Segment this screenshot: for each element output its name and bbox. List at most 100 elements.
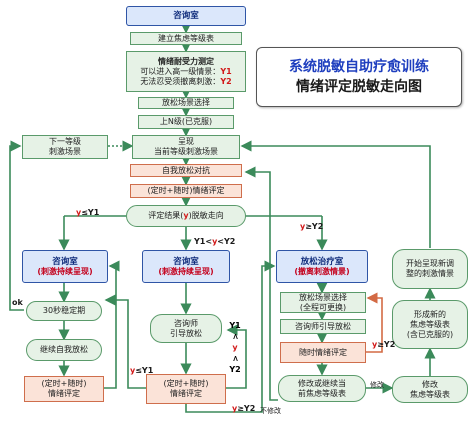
node-up-level: 上N级(已克服) xyxy=(138,115,234,129)
node-emotion-rating-label: (定时+随时)情绪评定 xyxy=(147,186,225,195)
tolerance-line-1-text: 可以进入高一级情景： xyxy=(140,66,221,76)
node-col1-steady: 30秒稳定期 xyxy=(26,301,102,321)
next-line-2: 刺激场景 xyxy=(49,147,81,156)
col2-range-c: y xyxy=(232,343,238,352)
col3-modify-line-1: 修改或继续当 xyxy=(298,378,346,388)
col1-continue-label: 继续自我放松 xyxy=(40,345,88,354)
col2-guide-line-2: 引导放松 xyxy=(170,328,202,338)
col3-select-line-2: (全程可更换) xyxy=(299,302,347,312)
label-y-ge-y2-rest: ≥Y2 xyxy=(305,222,324,231)
title-line-2: 情绪评定脱敏走向图 xyxy=(296,79,422,95)
tolerance-line-1: 可以进入高一级情景：Y1 xyxy=(140,67,231,77)
label-y-ge-y2-y: y xyxy=(300,222,306,231)
col2-range-a: Y1 xyxy=(229,321,241,330)
col3-room-sub: (撤离刺激情景) xyxy=(294,266,350,276)
tolerance-y2: Y2 xyxy=(220,76,232,86)
node-col3-select: 放松场景选择 (全程可更换) xyxy=(280,292,366,313)
col4-new-line-1: 开始呈现新调 xyxy=(406,259,454,268)
node-col1-continue: 继续自我放松 xyxy=(26,339,102,361)
col2-range-e: Y2 xyxy=(229,365,241,374)
col2-range-d: < xyxy=(230,355,240,362)
node-build-anxiety-scale-label: 建立焦虑等级表 xyxy=(158,33,214,43)
label-y-ge-y2-c-y: y xyxy=(372,340,378,349)
label-y-ge-y2-c: y≥Y2 xyxy=(372,340,395,349)
node-present-scene: 呈现 当前等级刺激场景 xyxy=(132,135,240,159)
col1-room-label: 咨询室 xyxy=(52,256,78,267)
col4-form-line-2: 焦虑等级表 xyxy=(410,319,450,329)
node-col4-modify: 修改 焦虑等级表 xyxy=(392,376,468,403)
node-self-relax-label: 自我放松对抗 xyxy=(162,165,210,175)
col1-rating-line-1: (定时+随时) xyxy=(41,379,87,388)
label-y-ge-y2-b-rest: ≥Y2 xyxy=(237,404,256,413)
node-col2-room: 咨询室 (刺激持续呈现) xyxy=(142,250,230,283)
node-next-level: 下一等级 刺激场景 xyxy=(22,135,108,159)
col2-guide-line-1: 咨询师 xyxy=(174,318,198,328)
col2-range-b: < xyxy=(230,333,240,340)
node-relax-scene-select: 放松场景选择 xyxy=(138,97,234,109)
label-y-le-y1-b: y≤Y1 xyxy=(130,366,153,375)
node-relax-scene-select-label: 放松场景选择 xyxy=(162,98,210,107)
col2-range-vertical: Y1 < y < Y2 xyxy=(228,320,242,375)
node-build-anxiety-scale: 建立焦虑等级表 xyxy=(130,32,242,45)
node-consult-room: 咨询室 xyxy=(126,6,246,26)
result-direction-text: 评定结果(y)脱敏走向 xyxy=(148,211,223,221)
col4-mod-line-1: 修改 xyxy=(422,379,438,389)
col3-rating-label: 随时情绪评定 xyxy=(299,347,347,357)
col2-rating-line-1: (定时+随时) xyxy=(163,379,209,388)
tolerance-y1: Y1 xyxy=(220,66,232,76)
label-ok: ok xyxy=(12,298,23,307)
present-line-2: 当前等级刺激场景 xyxy=(154,147,218,156)
col4-form-line-3: (含已克服的) xyxy=(406,329,454,339)
col1-room-sub: (刺激持续呈现) xyxy=(37,266,93,276)
label-y-range-post: <Y2 xyxy=(217,237,236,246)
node-col3-modify: 修改或继续当 前焦虑等级表 xyxy=(278,375,366,402)
node-result-direction: 评定结果(y)脱敏走向 xyxy=(126,205,246,227)
col1-steady-label: 30秒稳定期 xyxy=(42,306,86,315)
tolerance-line-2: 无法忍受须撤离刺激：Y2 xyxy=(140,77,231,87)
node-col2-guide: 咨询师 引导放松 xyxy=(150,314,222,343)
label-y-le-y1-b-y: y xyxy=(130,366,136,375)
tolerance-line-2-text: 无法忍受须撤离刺激： xyxy=(140,76,221,86)
label-modify: 修改 xyxy=(370,381,384,389)
label-y-ge-y2-c-rest: ≥Y2 xyxy=(377,340,396,349)
node-col2-rating: (定时+随时) 情绪评定 xyxy=(146,374,226,404)
label-y-range: Y1<y<Y2 xyxy=(194,237,235,246)
node-emotion-rating: (定时+随时)情绪评定 xyxy=(130,184,242,198)
title-line-1: 系统脱敏自助疗愈训练 xyxy=(289,59,429,75)
label-y-le-y1-b-rest: ≤Y1 xyxy=(135,366,154,375)
label-y-ge-y2-b: y≥Y2 xyxy=(232,404,255,413)
label-no-modify: 不修改 xyxy=(260,407,281,415)
label-y-le-y1-rest: ≤Y1 xyxy=(81,208,100,217)
col3-room-label: 放松治疗室 xyxy=(300,256,344,267)
node-tolerance-test: 情绪耐受力测定 可以进入高一级情景：Y1 无法忍受须撤离刺激：Y2 xyxy=(126,51,246,92)
label-y-le-y1: y≤Y1 xyxy=(76,208,99,217)
col2-rating-line-2: 情绪评定 xyxy=(170,389,202,398)
diagram-title: 系统脱敏自助疗愈训练 情绪评定脱敏走向图 xyxy=(256,47,462,107)
col4-new-line-2: 整的刺激情景 xyxy=(406,269,454,278)
tolerance-title: 情绪耐受力测定 xyxy=(158,56,214,66)
result-pre: 评定结果( xyxy=(148,211,184,220)
col1-rating-line-2: 情绪评定 xyxy=(48,389,80,398)
node-col4-new-scene: 开始呈现新调 整的刺激情景 xyxy=(392,249,468,289)
node-col3-rating: 随时情绪评定 xyxy=(280,342,366,363)
label-y-range-y: y xyxy=(212,237,218,246)
label-y-ge-y2-b-y: y xyxy=(232,404,238,413)
col3-guide-label: 咨询师引导放松 xyxy=(295,321,351,331)
col4-mod-line-2: 焦虑等级表 xyxy=(410,389,450,399)
col2-room-label: 咨询室 xyxy=(173,256,199,267)
node-up-level-label: 上N级(已克服) xyxy=(159,117,213,126)
node-col3-room: 放松治疗室 (撤离刺激情景) xyxy=(276,250,368,283)
present-line-1: 呈现 xyxy=(178,137,194,146)
label-y-range-pre: Y1< xyxy=(194,237,213,246)
result-y: y xyxy=(183,211,189,220)
node-col1-rating: (定时+随时) 情绪评定 xyxy=(24,376,104,402)
node-col3-guide: 咨询师引导放松 xyxy=(280,319,366,334)
node-col4-form-scale: 形成新的 焦虑等级表 (含已克服的) xyxy=(392,300,468,349)
node-self-relax: 自我放松对抗 xyxy=(130,164,242,177)
next-line-1: 下一等级 xyxy=(49,137,81,146)
col3-modify-line-2: 前焦虑等级表 xyxy=(298,388,346,398)
result-post: )脱敏走向 xyxy=(188,211,224,220)
node-col1-room: 咨询室 (刺激持续呈现) xyxy=(22,250,108,283)
col3-select-line-1: 放松场景选择 xyxy=(299,292,347,302)
